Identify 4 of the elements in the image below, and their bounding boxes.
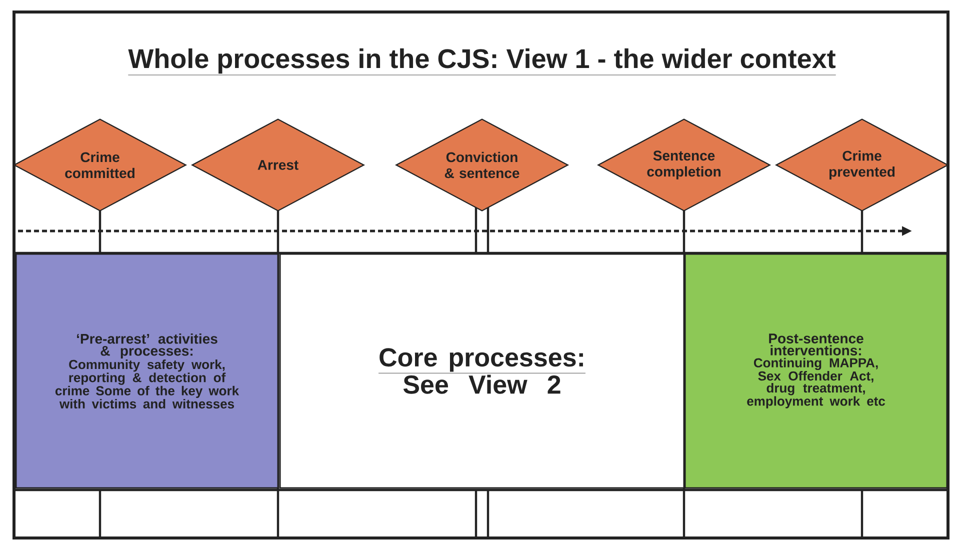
- title: Whole processes in the CJS: View 1 - the wider context: [128, 48, 836, 76]
- activity-box: Core processes: See View 2: [279, 253, 685, 489]
- activity-box: ‘Pre-arrest’ activities & processes: Community safety work, reporting & detection of crime Some of the key work with victims and witnesses: [15, 253, 279, 489]
- activity-box: Post-sentence interventions: Continuing MAPPA, Sex Offender Act, drug treatment, employment work etc: [684, 253, 948, 489]
